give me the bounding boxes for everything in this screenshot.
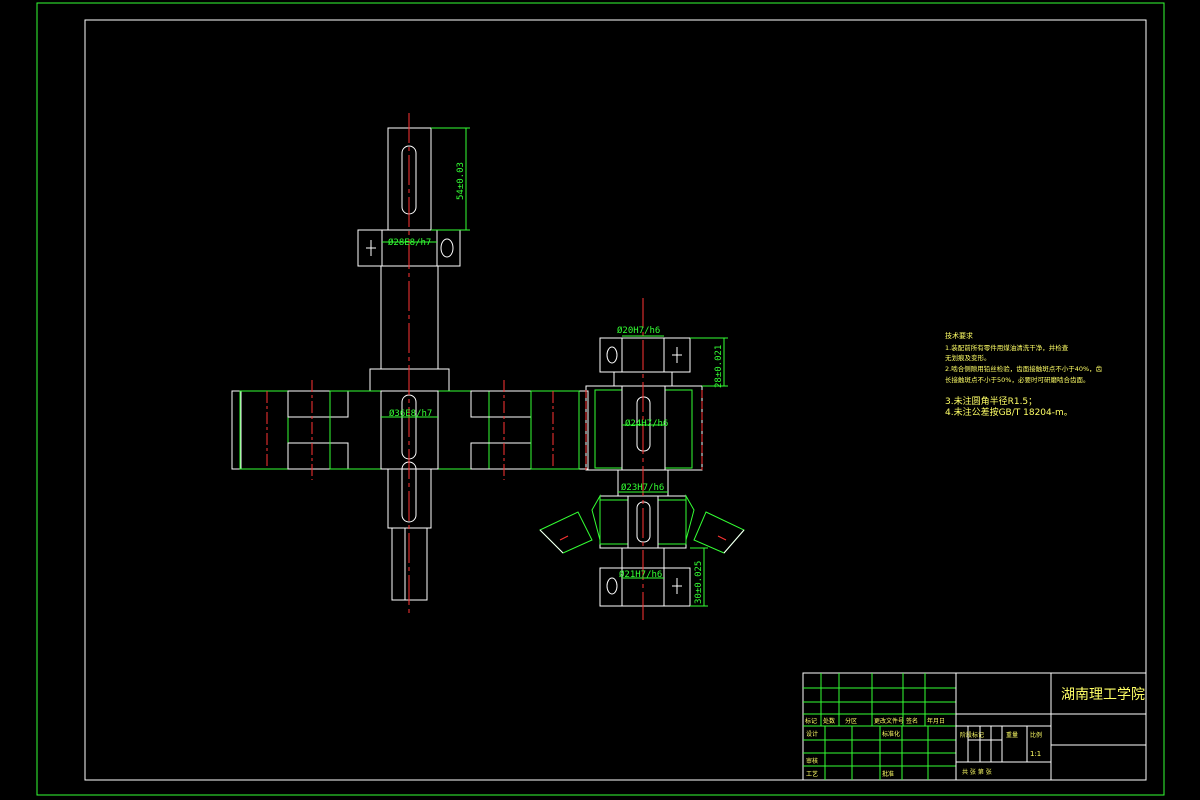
- tb-check: 审核: [806, 757, 818, 765]
- dim-28-021: 28±0.021: [714, 345, 724, 388]
- note-line-2: 无划痕及变形。: [945, 353, 991, 362]
- tb-scale-val: 1:1: [1030, 750, 1041, 758]
- dim-36e8: Ø36E8/h7: [389, 408, 432, 419]
- note-line-6: 4.未注公差按GB/T 18204-m。: [945, 406, 1073, 418]
- tb-count: 处数: [823, 717, 835, 725]
- dim-54: 54±0.03: [456, 162, 466, 200]
- tb-scale: 比例: [1030, 731, 1042, 739]
- notes-title: 技术要求: [945, 331, 973, 340]
- tb-mark: 标记: [805, 717, 817, 725]
- left-shaft-assembly: 54±0.03 Ø28E8/h7 Ø36E8/h7: [231, 113, 589, 615]
- dim-24h7: Ø24H7/h6: [625, 418, 668, 429]
- tb-docno: 更改文件号: [874, 717, 904, 725]
- dim-30-025: 30±0.025: [694, 561, 704, 604]
- tb-zone: 分区: [845, 717, 857, 725]
- tb-date: 年月日: [927, 717, 945, 725]
- tb-approve: 批准: [882, 770, 894, 778]
- outer-frame: [36, 2, 1165, 796]
- note-line-3: 2.啮合侧隙用铅丝检验，齿面接触斑点不小于40%，齿: [945, 364, 1103, 373]
- tb-process: 工艺: [806, 770, 818, 778]
- inner-frame: [84, 19, 1147, 781]
- tb-design: 设计: [806, 730, 818, 738]
- note-line-5: 3.未注圆角半径R1.5；: [945, 395, 1037, 407]
- tb-sheets: 共 张 第 张: [962, 768, 992, 776]
- tb-weight: 重量: [1006, 731, 1018, 739]
- dim-23h7: Ø23H7/h6: [621, 482, 664, 493]
- tb-sign: 签名: [906, 717, 918, 725]
- school-name: 湖南理工学院: [1061, 687, 1145, 703]
- technical-notes: 技术要求 1.装配前所有零件用煤油清洗干净，并检查 无划痕及变形。 2.啮合侧隙…: [945, 331, 1103, 418]
- dim-20h7: Ø20H7/h6: [617, 325, 660, 336]
- dim-28e8: Ø28E8/h7: [388, 237, 431, 248]
- tb-stage: 阶段标记: [960, 731, 984, 739]
- note-line-1: 1.装配前所有零件用煤油清洗干净，并检查: [945, 343, 1069, 352]
- title-block: 湖南理工学院 标记 处数 分区 更改文件号 签名 年月日 设计 标准化 审核 工…: [802, 672, 1147, 781]
- tb-std: 标准化: [882, 730, 900, 738]
- bevel-gear: [539, 494, 745, 554]
- note-line-4: 长接触斑点不小于50%，必要时可研磨啮合齿面。: [945, 375, 1089, 384]
- dim-21h7: Ø21H7/h6: [619, 569, 662, 580]
- large-gear: [231, 390, 589, 470]
- right-shaft-assembly: Ø20H7/h6 28±0.021 Ø24H7/h6 Ø23H7/h6 Ø21H…: [539, 298, 745, 620]
